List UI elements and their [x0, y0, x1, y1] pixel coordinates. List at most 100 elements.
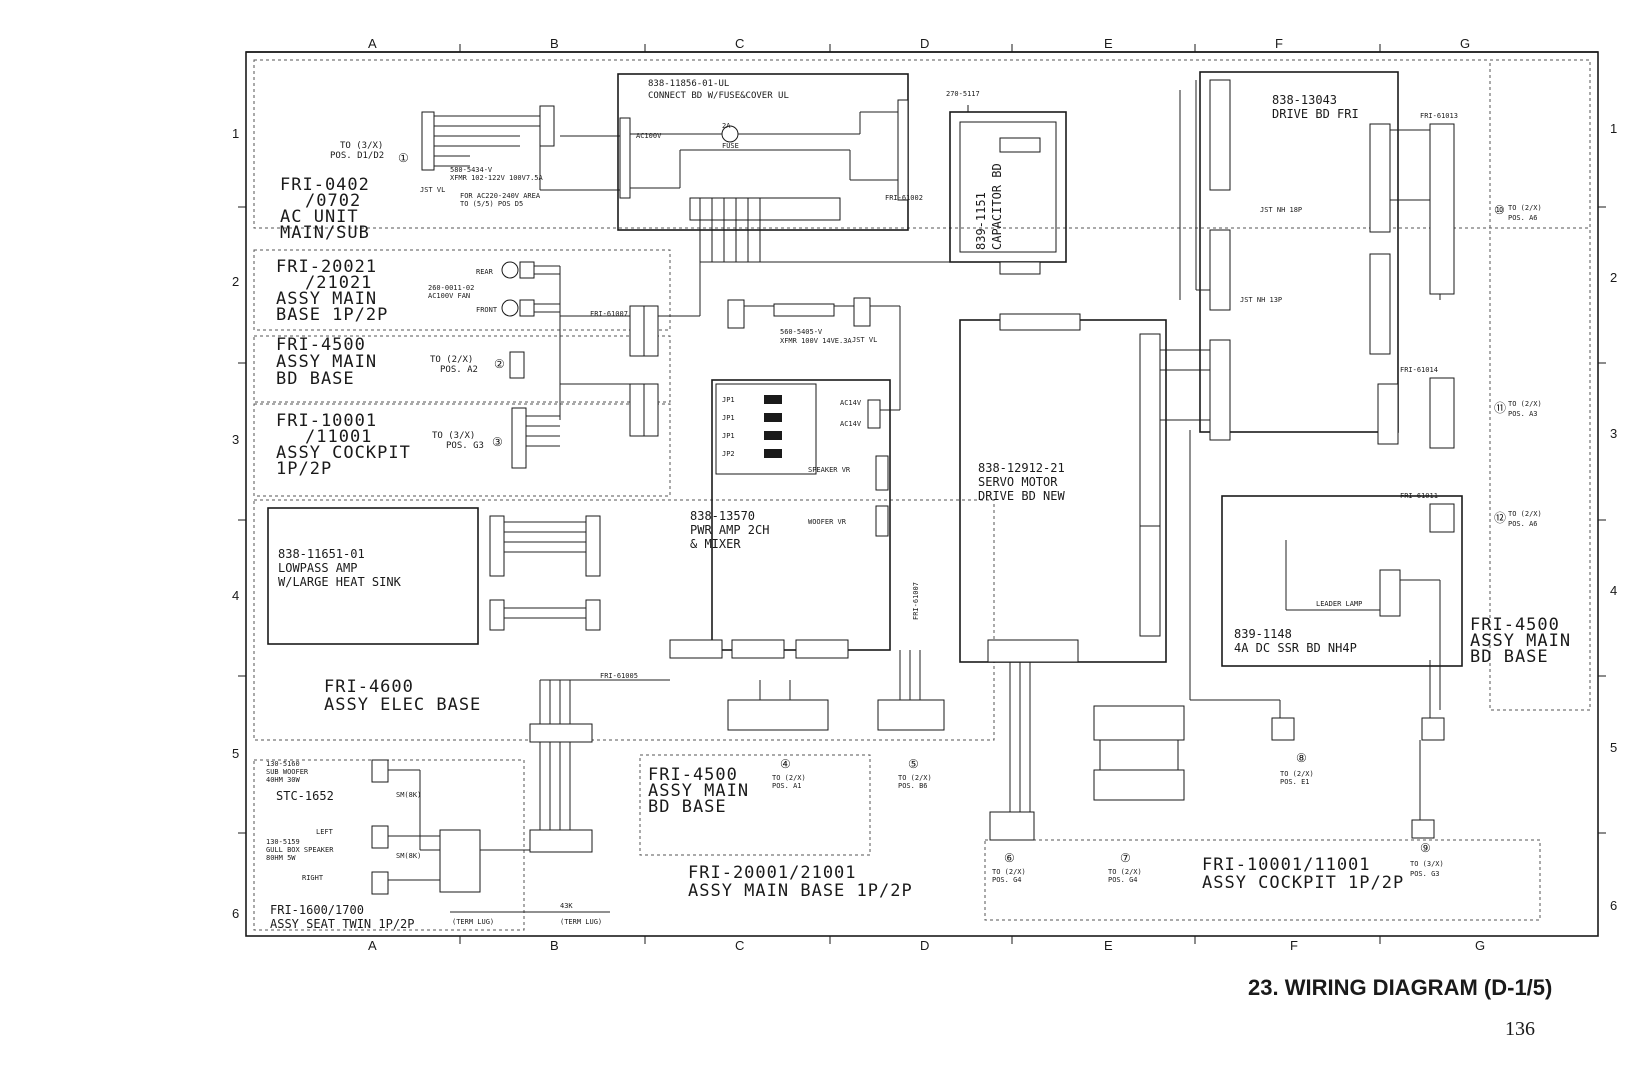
svg-text:POS. B6: POS. B6 — [898, 782, 928, 790]
svg-text:BD BASE: BD BASE — [648, 797, 727, 817]
ssr-board: 839-1148 4A DC SSR BD NH4P LEADER LAMP — [1221, 495, 1463, 710]
svg-text:80HM 5W: 80HM 5W — [266, 854, 296, 862]
svg-text:TO (3/X): TO (3/X) — [340, 141, 383, 151]
svg-text:40HM 30W: 40HM 30W — [266, 776, 301, 784]
base-main-label: FRI-20021 — [276, 257, 377, 277]
svg-text:AC14V: AC14V — [840, 399, 862, 407]
capacitor-board-part: 839-1151 — [974, 192, 988, 250]
svg-text:ASSY COCKPIT 1P/2P: ASSY COCKPIT 1P/2P — [1202, 873, 1404, 893]
main-bd-base-right-block: FRI-4500 ASSY MAIN BD BASE — [1470, 615, 1571, 667]
svg-text:ASSY MAIN: ASSY MAIN — [1470, 631, 1571, 651]
main-bd-base-center-label: FRI-4500 — [648, 765, 738, 785]
sub-woofer-icon — [371, 759, 389, 783]
drive-board: 838-13043 DRIVE BD FRI JST NH 18P JST NH… — [1179, 71, 1441, 445]
col-label: E — [1104, 36, 1113, 51]
col-label: F — [1290, 938, 1298, 953]
ref-mark-12: ⑫ — [1494, 511, 1506, 525]
fuse-label: FUSE — [722, 142, 739, 150]
svg-text:/21021: /21021 — [305, 273, 372, 293]
col-label: E — [1104, 938, 1113, 953]
svg-text:BASE 1P/2P: BASE 1P/2P — [276, 305, 388, 325]
pwr-amp-part: 838-13570 — [690, 509, 755, 523]
svg-text:JST NH 13P: JST NH 13P — [1240, 296, 1282, 304]
svg-text:ASSY MAIN: ASSY MAIN — [648, 781, 749, 801]
diagram-frame — [245, 51, 1599, 937]
right-speaker-icon — [371, 871, 389, 895]
svg-text:(TERM LUG): (TERM LUG) — [452, 918, 494, 926]
svg-text:TO (5/5) POS D5: TO (5/5) POS D5 — [460, 200, 523, 208]
svg-text:XFMR 102-122V 100V7.5A: XFMR 102-122V 100V7.5A — [450, 174, 544, 182]
svg-text:(TERM LUG): (TERM LUG) — [560, 918, 602, 926]
svg-text:SERVO MOTOR: SERVO MOTOR — [978, 475, 1058, 489]
svg-text:LOWPASS AMP: LOWPASS AMP — [278, 561, 357, 575]
ref-mark-4: ④ — [780, 757, 791, 771]
col-label: C — [735, 36, 744, 51]
svg-text:DRIVE BD NEW: DRIVE BD NEW — [978, 489, 1065, 503]
svg-text:DRIVE BD FRI: DRIVE BD FRI — [1272, 107, 1359, 121]
col-label: F — [1275, 36, 1283, 51]
servo-board: 838-12912-21 SERVO MOTOR DRIVE BD NEW — [959, 313, 1210, 840]
svg-text:POS. E1: POS. E1 — [1280, 778, 1310, 786]
col-label: D — [920, 36, 929, 51]
svg-text:& MIXER: & MIXER — [690, 537, 741, 551]
jumper-icon — [764, 431, 782, 440]
right-connectors: ⑩ TO (2/X) POS. A6 FRI-61013 ⑪ TO (2/X) … — [1400, 112, 1542, 533]
svg-text:JST VL: JST VL — [420, 186, 445, 194]
svg-text:TO (2/X): TO (2/X) — [1508, 510, 1542, 518]
svg-text:JST NH 18P: JST NH 18P — [1260, 206, 1302, 214]
svg-text:130-5159: 130-5159 — [266, 838, 300, 846]
row-label: 2 — [232, 274, 239, 289]
center-harness: FRI-61007 — [590, 261, 960, 437]
svg-text:POS. A6: POS. A6 — [1508, 520, 1538, 528]
svg-text:POS. A3: POS. A3 — [1508, 410, 1538, 418]
svg-text:RIGHT: RIGHT — [302, 874, 324, 882]
svg-text:REAR: REAR — [476, 268, 494, 276]
svg-text:BD BASE: BD BASE — [276, 369, 355, 389]
svg-text:MAIN/SUB: MAIN/SUB — [280, 223, 370, 243]
base-main-bottom-label: FRI-20001/21001 — [688, 863, 857, 883]
transformer-14v: 560-5405-V XFMR 100V 14VE.3A JST VL — [727, 297, 901, 411]
col-label: C — [735, 938, 744, 953]
ref-mark-7: ⑦ — [1120, 851, 1131, 865]
row-label: 5 — [232, 746, 239, 761]
col-label: B — [550, 36, 559, 51]
bottom-connectors: ⑥ TO (2/X) POS. G4 ⑦ TO (2/X) POS. G4 — [989, 705, 1185, 884]
rear-fan-icon — [501, 261, 519, 279]
svg-text:POS. A6: POS. A6 — [1508, 214, 1538, 222]
ref-mark-10: ⑩ — [1494, 203, 1505, 217]
right-bottom-block: ⑧ TO (2/X) POS. E1 ⑨ TO (3/X) POS. G3 FR… — [1189, 430, 1445, 893]
svg-text:FRI-61002: FRI-61002 — [885, 194, 923, 202]
col-label: A — [368, 36, 377, 51]
svg-text:POS. D1/D2: POS. D1/D2 — [330, 151, 384, 161]
col-label: B — [550, 938, 559, 953]
svg-text:ASSY MAIN BASE 1P/2P: ASSY MAIN BASE 1P/2P — [688, 881, 913, 901]
main-bd-base-left-label: FRI-4500 — [276, 335, 366, 355]
svg-text:FRI-61005: FRI-61005 — [600, 672, 638, 680]
lowpass-amp-part: 838-11651-01 — [278, 547, 365, 561]
servo-board-part: 838-12912-21 — [978, 461, 1065, 475]
svg-text:AC14V: AC14V — [840, 420, 862, 428]
svg-text:1P/2P: 1P/2P — [276, 459, 332, 479]
center-bottom-block: ④ TO (2/X) POS. A1 ⑤ TO (2/X) POS. B6 FR… — [648, 582, 945, 901]
svg-text:/11001: /11001 — [305, 427, 372, 447]
main-bd-base-left-block: FRI-4500 ASSY MAIN BD BASE TO (2/X) POS.… — [276, 335, 525, 389]
svg-text:BD BASE: BD BASE — [1470, 647, 1549, 667]
grid-column-labels: A B C D E F G A B C D E F G — [368, 36, 1485, 953]
jumper-icon — [764, 449, 782, 458]
svg-text:LEFT: LEFT — [316, 828, 334, 836]
col-label: G — [1475, 938, 1485, 953]
svg-text:ASSY ELEC BASE: ASSY ELEC BASE — [324, 695, 481, 715]
svg-text:GULL BOX SPEAKER: GULL BOX SPEAKER — [266, 846, 334, 854]
svg-text:/0702: /0702 — [305, 191, 361, 211]
ref-mark-3: ③ — [492, 435, 503, 449]
svg-text:POS. G4: POS. G4 — [992, 876, 1022, 884]
svg-text:ASSY SEAT TWIN 1P/2P: ASSY SEAT TWIN 1P/2P — [270, 917, 415, 931]
cockpit-bottom-label: FRI-10001/11001 — [1202, 855, 1371, 875]
ref-mark-1: ① — [398, 151, 409, 165]
svg-text:AC100V FAN: AC100V FAN — [428, 292, 470, 300]
svg-text:FRI-61013: FRI-61013 — [1420, 112, 1458, 120]
lower-harness: FRI-61005 — [529, 672, 670, 853]
svg-text:FRI-61014: FRI-61014 — [1400, 366, 1438, 374]
svg-text:TO (2/X): TO (2/X) — [992, 868, 1026, 876]
page-number: 136 — [1505, 1018, 1535, 1040]
